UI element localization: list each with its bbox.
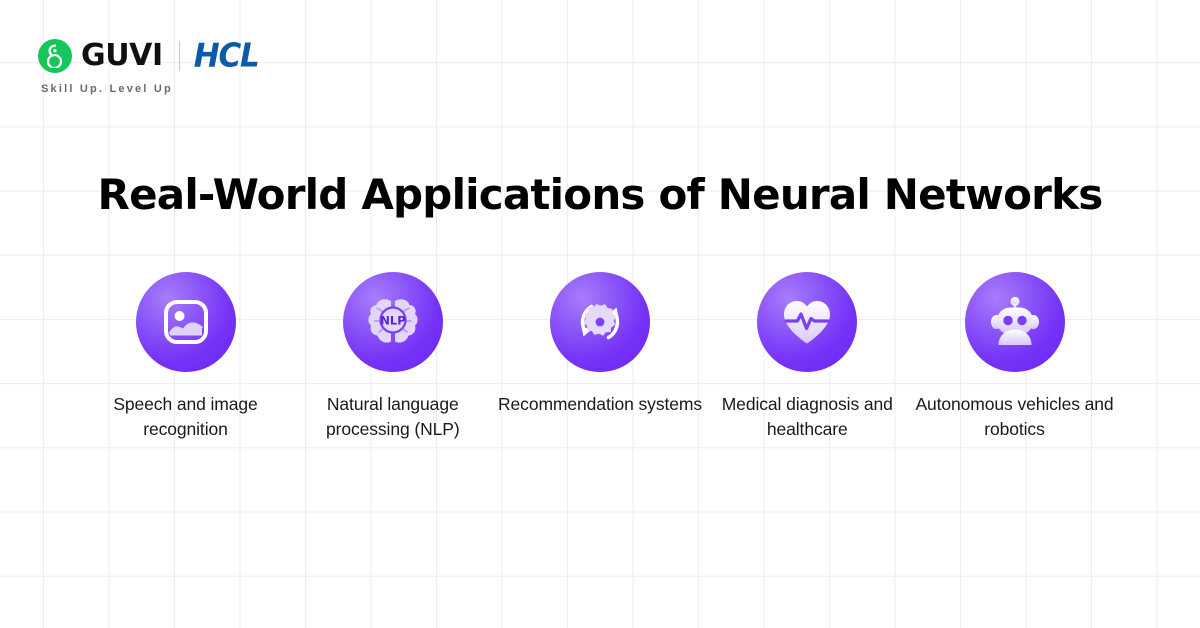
badge-circle [964,272,1065,372]
badge-circle [550,272,650,372]
list-item-label: Medical diagnosis and healthcare [721,394,893,440]
brand-tagline: Skill Up. Level Up [41,83,173,95]
list-item-label: Natural language processing (NLP) [325,394,460,440]
badge-circle: NLP [342,272,443,372]
list-item[interactable]: Recommendation systems [497,272,704,417]
robot-head-icon [986,294,1044,350]
badge-circle [135,272,236,372]
heart-pulse-icon [778,294,836,350]
brand-logo-bar: GUVI HCL Skill Up. Level Up [38,36,260,95]
list-item[interactable]: Medical diagnosis and healthcare [704,272,911,442]
guvi-wordmark: GUVI [81,38,163,73]
list-item[interactable]: NLP Natural language processing (NLP) [289,272,496,442]
image-photo-icon [158,294,214,350]
page-title: Real-World Applications of Neural Networ… [97,170,1104,220]
hcl-wordmark: HCL [193,36,260,75]
list-item-label: Recommendation systems [498,394,702,414]
guvi-g-mark-icon [38,39,72,73]
brain-nlp-icon: NLP [364,294,422,350]
list-item[interactable]: Speech and image recognition [82,272,289,442]
logo-row: GUVI HCL [38,36,260,76]
gear-refresh-icon [571,293,629,351]
applications-list: Speech and image recognition [82,272,1118,442]
list-item[interactable]: Autonomous vehicles and robotics [911,272,1118,442]
list-item-label: Speech and image recognition [113,394,258,440]
brain-icon-text: NLP [380,314,405,328]
list-item-label: Autonomous vehicles and robotics [915,394,1114,440]
vertical-divider [178,41,180,71]
badge-circle [757,272,858,372]
